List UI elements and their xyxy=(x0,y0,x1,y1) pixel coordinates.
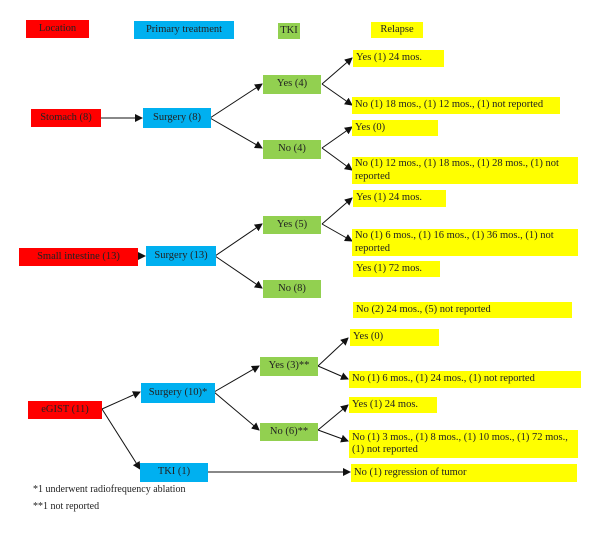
header-primary-treatment: Primary treatment xyxy=(134,21,234,39)
relapse-stomach-yes-yes: Yes (1) 24 mos. xyxy=(353,50,444,67)
edge-egist-no-relapse-no xyxy=(317,429,349,443)
primary-egist-tki: TKI (1) xyxy=(140,463,208,482)
edge-stomach-surgery-yes xyxy=(209,83,263,119)
tki-stomach-no: No (4) xyxy=(263,140,321,159)
primary-small-intestine-surgery: Surgery (13) xyxy=(146,246,216,266)
relapse-small-intestine-yes-no: No (1) 6 mos., (1) 16 mos., (1) 36 mos.,… xyxy=(352,229,578,256)
relapse-egist-yes-no: No (1) 6 mos., (1) 24 mos., (1) not repo… xyxy=(349,371,581,388)
edge-small-intestine-yes-relapse-no xyxy=(321,223,353,242)
edge-egist-surgery-yes xyxy=(213,365,260,393)
edge-egist-tki xyxy=(101,408,141,470)
edge-small-intestine-surgery-yes xyxy=(214,223,263,257)
primary-egist-surgery: Surgery (10)* xyxy=(141,383,215,403)
tki-small-intestine-no: No (8) xyxy=(263,280,321,298)
edge-egist-surgery-no xyxy=(213,391,260,431)
edge-stomach-yes-relapse-no xyxy=(321,83,353,106)
relapse-small-intestine-no-no: No (2) 24 mos., (5) not reported xyxy=(353,302,572,318)
location-small-intestine: Small intestine (13) xyxy=(19,248,138,266)
edge-egist-surgery xyxy=(101,391,141,410)
tki-stomach-yes: Yes (4) xyxy=(263,75,321,94)
relapse-small-intestine-yes-yes: Yes (1) 24 mos. xyxy=(353,190,446,207)
tki-egist-yes: Yes (3)** xyxy=(260,357,318,376)
edge-egist-yes-relapse-no xyxy=(317,365,349,380)
location-stomach: Stomach (8) xyxy=(31,109,101,127)
edge-egist-yes-relapse-yes xyxy=(317,337,349,367)
edge-small-intestine-yes-relapse-yes xyxy=(321,197,353,225)
relapse-stomach-yes-no: No (1) 18 mos., (1) 12 mos., (1) not rep… xyxy=(352,97,560,114)
header-location: Location xyxy=(26,20,89,38)
footnote-single-asterisk: *1 underwent radiofrequency ablation xyxy=(33,484,186,495)
footnote-double-asterisk: **1 not reported xyxy=(33,501,100,512)
relapse-stomach-no-yes: Yes (0) xyxy=(352,120,438,136)
relapse-small-intestine-no-yes: Yes (1) 72 mos. xyxy=(353,261,440,277)
edge-stomach-surgery-no xyxy=(209,117,263,149)
header-relapse: Relapse xyxy=(371,22,423,38)
edge-egist-no-relapse-yes xyxy=(317,404,349,431)
tki-small-intestine-yes: Yes (5) xyxy=(263,216,321,234)
tki-egist-no: No (6)** xyxy=(260,423,318,441)
header-tki: TKI xyxy=(278,23,300,39)
edge-stomach-no-relapse-no xyxy=(321,147,353,171)
relapse-egist-no-yes: Yes (1) 24 mos. xyxy=(349,397,437,413)
relapse-egist-tki: No (1) regression of tumor xyxy=(351,464,577,482)
primary-stomach-surgery: Surgery (8) xyxy=(143,108,211,128)
relapse-egist-yes-yes: Yes (0) xyxy=(350,329,439,346)
relapse-egist-no-no: No (1) 3 mos., (1) 8 mos., (1) 10 mos., … xyxy=(349,430,578,458)
edge-small-intestine-surgery-no xyxy=(214,255,263,289)
edge-stomach-no-relapse-yes xyxy=(321,126,353,149)
relapse-stomach-no-no: No (1) 12 mos., (1) 18 mos., (1) 28 mos.… xyxy=(352,157,578,184)
location-egist: eGIST (11) xyxy=(28,401,102,419)
edge-stomach-yes-relapse-yes xyxy=(321,57,353,85)
